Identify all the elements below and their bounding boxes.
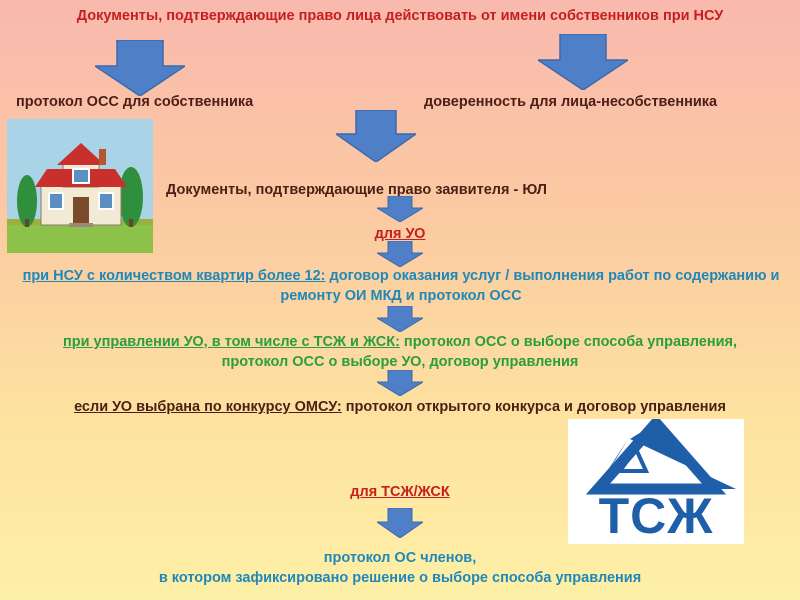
legal-entity-heading: Документы, подтверждающие право заявител… bbox=[166, 182, 547, 198]
for-uo-heading: для УО bbox=[374, 226, 426, 242]
uo-management-block: при управлении УО, в том числе с ТСЖ и Ж… bbox=[30, 332, 770, 372]
small-arrow-4-icon bbox=[377, 370, 423, 396]
omsu-block-rest: протокол открытого конкурса и договор уп… bbox=[341, 399, 726, 415]
for-tszh-heading: для ТСЖ/ЖСК bbox=[350, 484, 450, 500]
uo-management-rest: протокол ОСС о выборе способа управления… bbox=[221, 334, 737, 370]
right-branch-label: доверенность для лица-несобственника bbox=[424, 94, 718, 110]
arrow-down-left-icon bbox=[95, 40, 185, 96]
nsu-block: при НСУ с количеством квартир более 12: … bbox=[12, 266, 790, 306]
nsu-block-rest: договор оказания услуг / выполнения рабо… bbox=[280, 268, 780, 304]
small-arrow-1-icon bbox=[377, 196, 423, 222]
nsu-block-lead: при НСУ с количеством квартир более 12: bbox=[22, 268, 326, 284]
page-title: Документы, подтверждающие право лица дей… bbox=[76, 8, 724, 24]
house-illustration bbox=[7, 119, 153, 253]
left-branch-label: протокол ОСС для собственника bbox=[16, 94, 254, 110]
omsu-block-lead: если УО выбрана по конкурсу ОМСУ: bbox=[74, 399, 342, 415]
uo-management-lead: при управлении УО, в том числе с ТСЖ и Ж… bbox=[63, 334, 400, 350]
arrow-down-right-icon bbox=[538, 34, 628, 90]
omsu-block: если УО выбрана по конкурсу ОМСУ: проток… bbox=[40, 397, 760, 417]
roof-logo-icon bbox=[585, 419, 736, 495]
small-arrow-5-icon bbox=[377, 508, 423, 538]
arrow-down-center-icon bbox=[336, 110, 416, 162]
logo-text: ТСЖ bbox=[598, 488, 714, 544]
small-arrow-2-icon bbox=[377, 241, 423, 267]
tszh-logo: ТСЖ bbox=[568, 419, 744, 544]
members-protocol-line1: протокол ОС членов, bbox=[323, 550, 477, 566]
members-protocol-line2: в котором зафиксировано решение о выборе… bbox=[158, 570, 642, 586]
small-arrow-3-icon bbox=[377, 306, 423, 332]
